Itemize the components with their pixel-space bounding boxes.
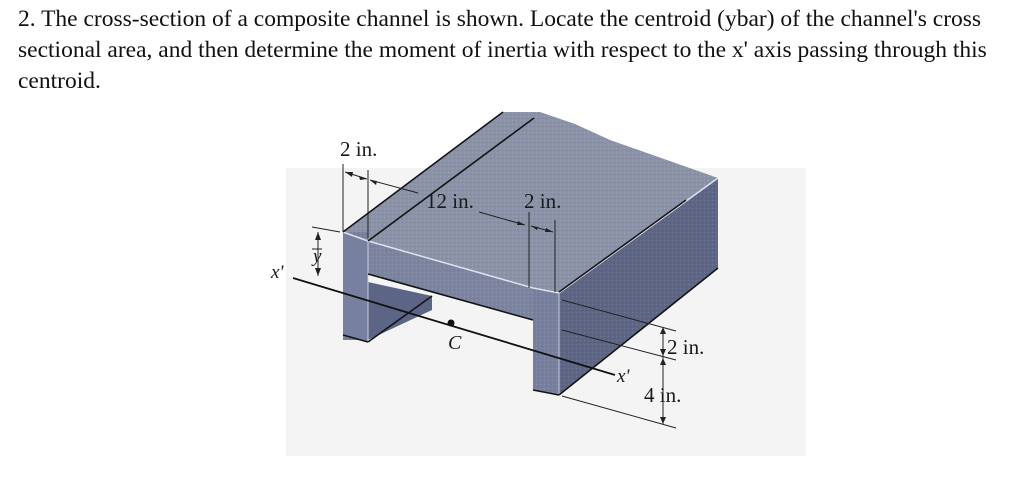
label-axis-left: x' — [270, 262, 284, 283]
outline-lines — [342, 111, 719, 396]
label-axis-right: x' — [616, 366, 630, 387]
label-centroid: C — [448, 332, 462, 354]
problem-statement: 2. The cross-section of a composite chan… — [18, 6, 987, 94]
label-flange-width-left: 2 in. — [340, 137, 377, 161]
label-flange-depth: 4 in. — [644, 383, 681, 407]
label-web-thickness: 2 in. — [667, 335, 704, 359]
label-web-width: 12 in. — [426, 189, 474, 213]
centroid-point — [447, 319, 455, 327]
label-ybar: y — [311, 246, 322, 267]
label-flange-width-right: 2 in. — [524, 189, 561, 213]
x-prime-axis — [292, 277, 616, 376]
